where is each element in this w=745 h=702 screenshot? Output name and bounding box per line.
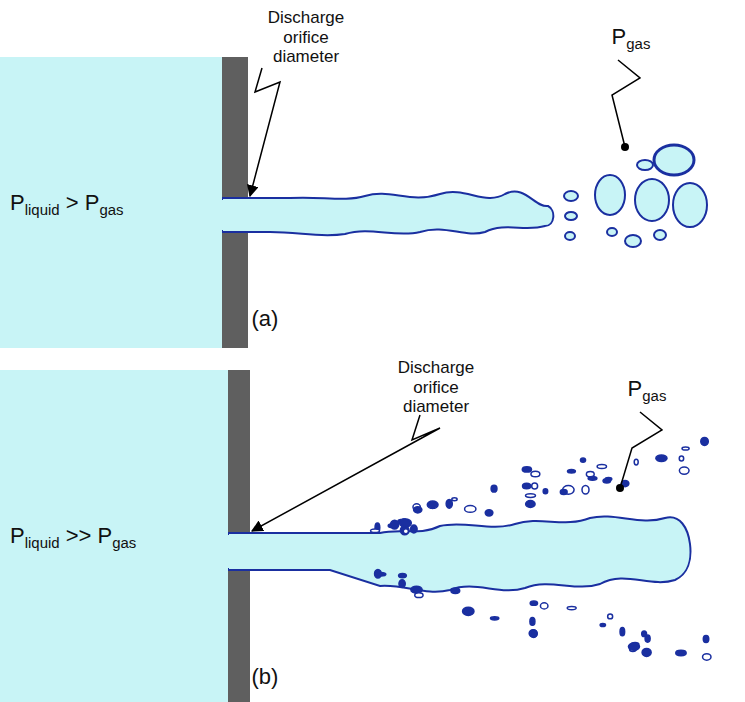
droplet (600, 623, 605, 626)
droplet (371, 529, 380, 533)
droplet (485, 510, 493, 516)
droplet (580, 458, 585, 462)
droplet (530, 601, 537, 605)
droplet (451, 588, 460, 593)
droplet (703, 654, 711, 660)
orifice-plate (228, 370, 250, 702)
droplet (414, 507, 422, 513)
pressure-condition: Pliquid > Pgas (0, 190, 133, 216)
droplet (703, 635, 708, 642)
jet-edge (222, 231, 270, 233)
droplet (656, 455, 667, 461)
leader-line (612, 60, 640, 147)
droplet (400, 519, 412, 527)
droplet (588, 476, 597, 480)
liquid-reservoir: Pliquid >> Pgas (0, 370, 228, 702)
droplet (452, 498, 457, 501)
droplet (531, 471, 540, 477)
droplet (567, 469, 575, 473)
droplet (463, 607, 474, 615)
orifice-bore (222, 200, 249, 230)
liquid-jet (222, 192, 553, 236)
panel-letter: (a) (240, 306, 290, 331)
droplet (597, 465, 606, 469)
pressure-label: Pgas (596, 24, 666, 49)
spray-droplets (371, 437, 711, 660)
orifice-plate (222, 57, 248, 348)
droplet (427, 501, 438, 509)
droplet (676, 650, 686, 655)
jet-edge (228, 569, 330, 571)
droplet (465, 506, 476, 513)
droplet (523, 483, 531, 489)
leader-line (250, 68, 280, 196)
droplet (631, 643, 639, 647)
droplets (564, 145, 707, 247)
droplet (679, 456, 683, 461)
droplet (567, 606, 576, 609)
liquid-jet (228, 516, 690, 591)
droplet (399, 580, 405, 588)
droplet (415, 593, 423, 598)
droplet (530, 630, 537, 637)
droplet (642, 648, 651, 656)
droplet (679, 467, 689, 474)
leader-dot (621, 143, 629, 151)
liquid-reservoir: Pliquid > Pgas (0, 57, 222, 348)
droplet (403, 529, 408, 534)
panel-letter: (b) (240, 664, 290, 689)
leader-dot (616, 484, 624, 492)
droplet (532, 483, 538, 489)
droplet (560, 489, 567, 494)
droplet (399, 573, 407, 577)
droplet (608, 614, 613, 619)
pressure-condition: Pliquid >> Pgas (0, 523, 146, 549)
jet-edge (222, 197, 290, 199)
droplet (526, 501, 535, 508)
droplet (526, 494, 536, 498)
droplet (490, 617, 498, 620)
droplet (411, 525, 417, 533)
droplet (701, 437, 709, 445)
droplet (522, 467, 531, 472)
droplet (390, 520, 398, 529)
droplet (634, 459, 638, 465)
droplet (582, 485, 589, 494)
leader-line (252, 415, 440, 531)
callout-label: Discharge orifice diameter (258, 8, 354, 67)
leader-line (620, 412, 662, 488)
droplet (628, 643, 639, 650)
droplet (540, 603, 548, 609)
droplet (682, 447, 689, 450)
droplet (620, 628, 625, 636)
droplet (376, 572, 386, 576)
droplet (543, 489, 548, 494)
jet-edge (228, 532, 380, 534)
droplet (605, 477, 612, 480)
droplet (529, 630, 537, 637)
orifice-bore (228, 535, 251, 568)
pressure-label: Pgas (612, 376, 682, 401)
droplet (411, 586, 422, 593)
droplet (446, 499, 452, 508)
droplet (642, 631, 647, 637)
callout-label: Discharge orifice diameter (388, 358, 484, 417)
droplet (530, 618, 535, 626)
droplet (491, 485, 497, 492)
